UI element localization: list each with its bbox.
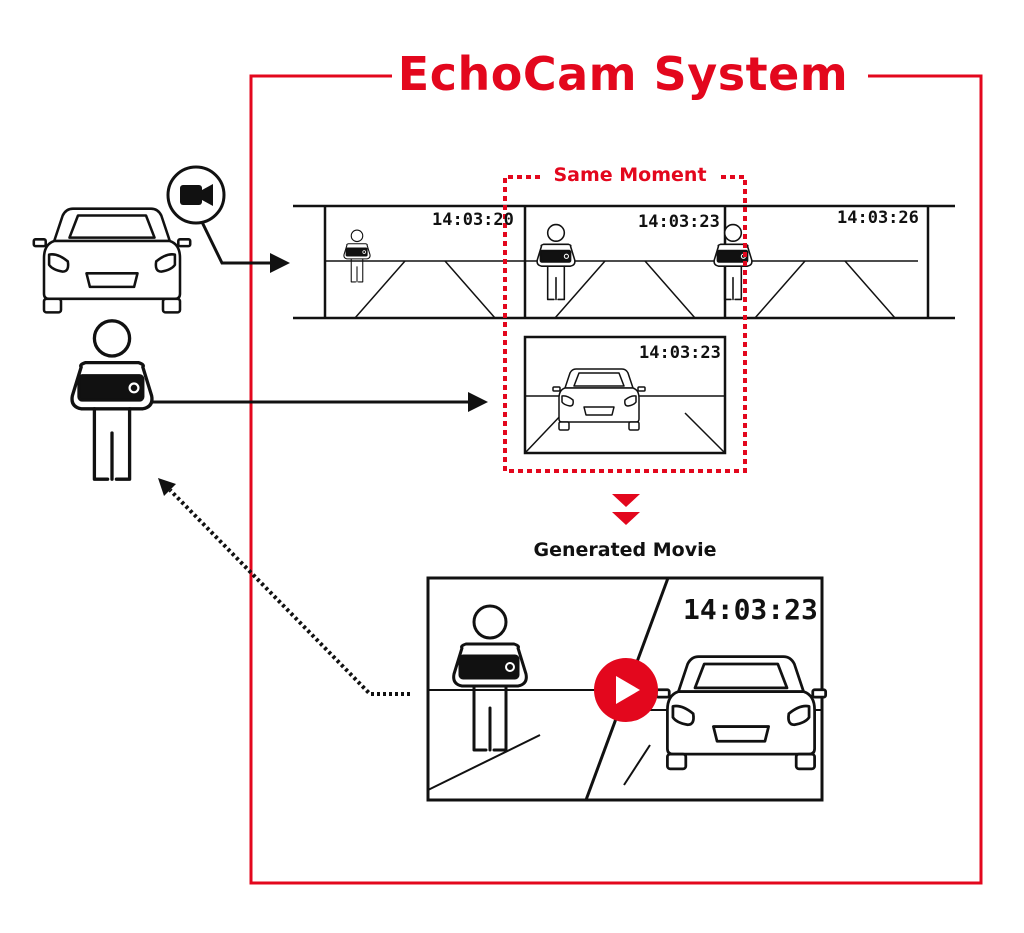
play-icon[interactable]	[594, 658, 658, 722]
movie-timestamp: 14:03:23	[683, 593, 818, 626]
movie-person-icon	[452, 604, 528, 752]
same-moment-highlight	[503, 175, 747, 473]
arrowhead	[468, 392, 488, 412]
phone-captured-frame	[523, 335, 727, 455]
phone-frame-car-icon	[552, 368, 646, 431]
frame1-person-icon	[343, 229, 371, 283]
arrowhead	[158, 478, 176, 496]
video-camera-icon	[166, 165, 226, 225]
page-title: EchoCam System	[392, 44, 854, 104]
frame2-timestamp: 14:03:23	[638, 212, 720, 232]
camera-connector-arrow	[200, 221, 272, 265]
phone-frame-timestamp: 14:03:23	[639, 343, 721, 363]
double-chevron-down-icon	[612, 494, 640, 525]
dashcam-frame-strip	[293, 204, 955, 320]
arrowhead	[270, 253, 290, 273]
frame3-timestamp: 14:03:26	[837, 208, 919, 228]
frame1-timestamp: 14:03:20	[432, 210, 514, 230]
same-moment-label: Same Moment	[540, 162, 720, 188]
movie-car-icon	[654, 655, 828, 771]
person-with-phone-icon	[70, 319, 154, 481]
generated-movie-label: Generated Movie	[533, 539, 717, 561]
car-icon	[32, 207, 192, 314]
return-dotted-arrow	[168, 488, 410, 696]
system-frame	[249, 74, 983, 885]
frame2-person-icon	[536, 223, 576, 301]
